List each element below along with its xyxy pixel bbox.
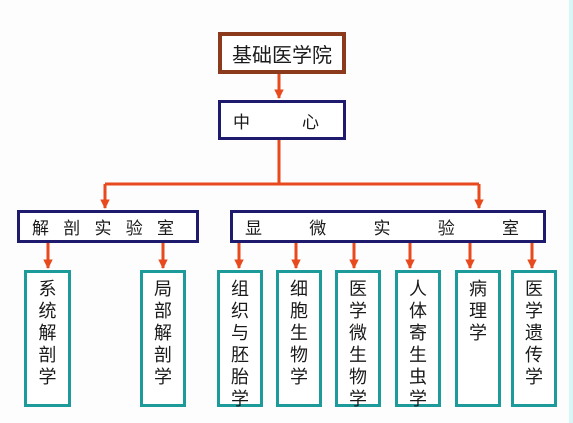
node-root: 基础医学院 [218, 32, 346, 74]
node-microscopy-lab-char-4: 验 [437, 219, 455, 239]
leaf-pathology: 病理学 [455, 270, 501, 407]
node-anatomy-lab-char-1: 解 [32, 219, 49, 239]
leaf-regional-anatomy: 局部解剖学 [140, 270, 186, 407]
node-microscopy-lab-char-1: 显 [245, 219, 262, 239]
node-anatomy-lab-char-2: 剖 [63, 219, 81, 239]
node-anatomy-lab: 解 剖 实 验 室 [17, 210, 199, 243]
node-anatomy-lab-char-5: 室 [157, 219, 174, 239]
node-anatomy-lab-char-4: 验 [125, 219, 143, 239]
node-microscopy-lab-char-2: 微 [309, 219, 327, 239]
leaf-medical-microbiology: 医学微生物学 [335, 270, 381, 410]
leaf-label: 组织与胚胎学 [231, 279, 249, 410]
leaf-label: 系统解剖学 [38, 279, 57, 388]
leaf-histology-embryology: 组织与胚胎学 [217, 270, 263, 410]
leaf-cell-biology: 细胞生物学 [276, 270, 322, 407]
leaf-human-parasitology: 人体寄生虫学 [395, 270, 441, 410]
leaf-label: 人体寄生虫学 [409, 279, 427, 410]
leaf-label: 病理学 [469, 279, 487, 344]
leaf-label: 细胞生物学 [290, 279, 308, 388]
node-anatomy-lab-char-3: 实 [94, 219, 112, 239]
leaf-label: 局部解剖学 [154, 279, 172, 388]
leaf-label: 医学遗传学 [525, 279, 543, 388]
leaf-label: 医学微生物学 [349, 279, 367, 410]
node-center-char-1: 中 [233, 112, 250, 133]
node-microscopy-lab: 显 微 实 验 室 [230, 210, 546, 243]
node-microscopy-lab-char-3: 实 [373, 219, 391, 239]
node-root-label: 基础医学院 [232, 42, 332, 67]
leaf-systematic-anatomy: 系统解剖学 [24, 270, 71, 407]
node-center: 中 心 [218, 100, 346, 140]
leaf-medical-genetics: 医学遗传学 [511, 270, 557, 407]
right-edge-strip [569, 0, 573, 423]
node-center-char-2: 心 [302, 112, 319, 133]
node-microscopy-lab-char-5: 室 [502, 219, 519, 239]
